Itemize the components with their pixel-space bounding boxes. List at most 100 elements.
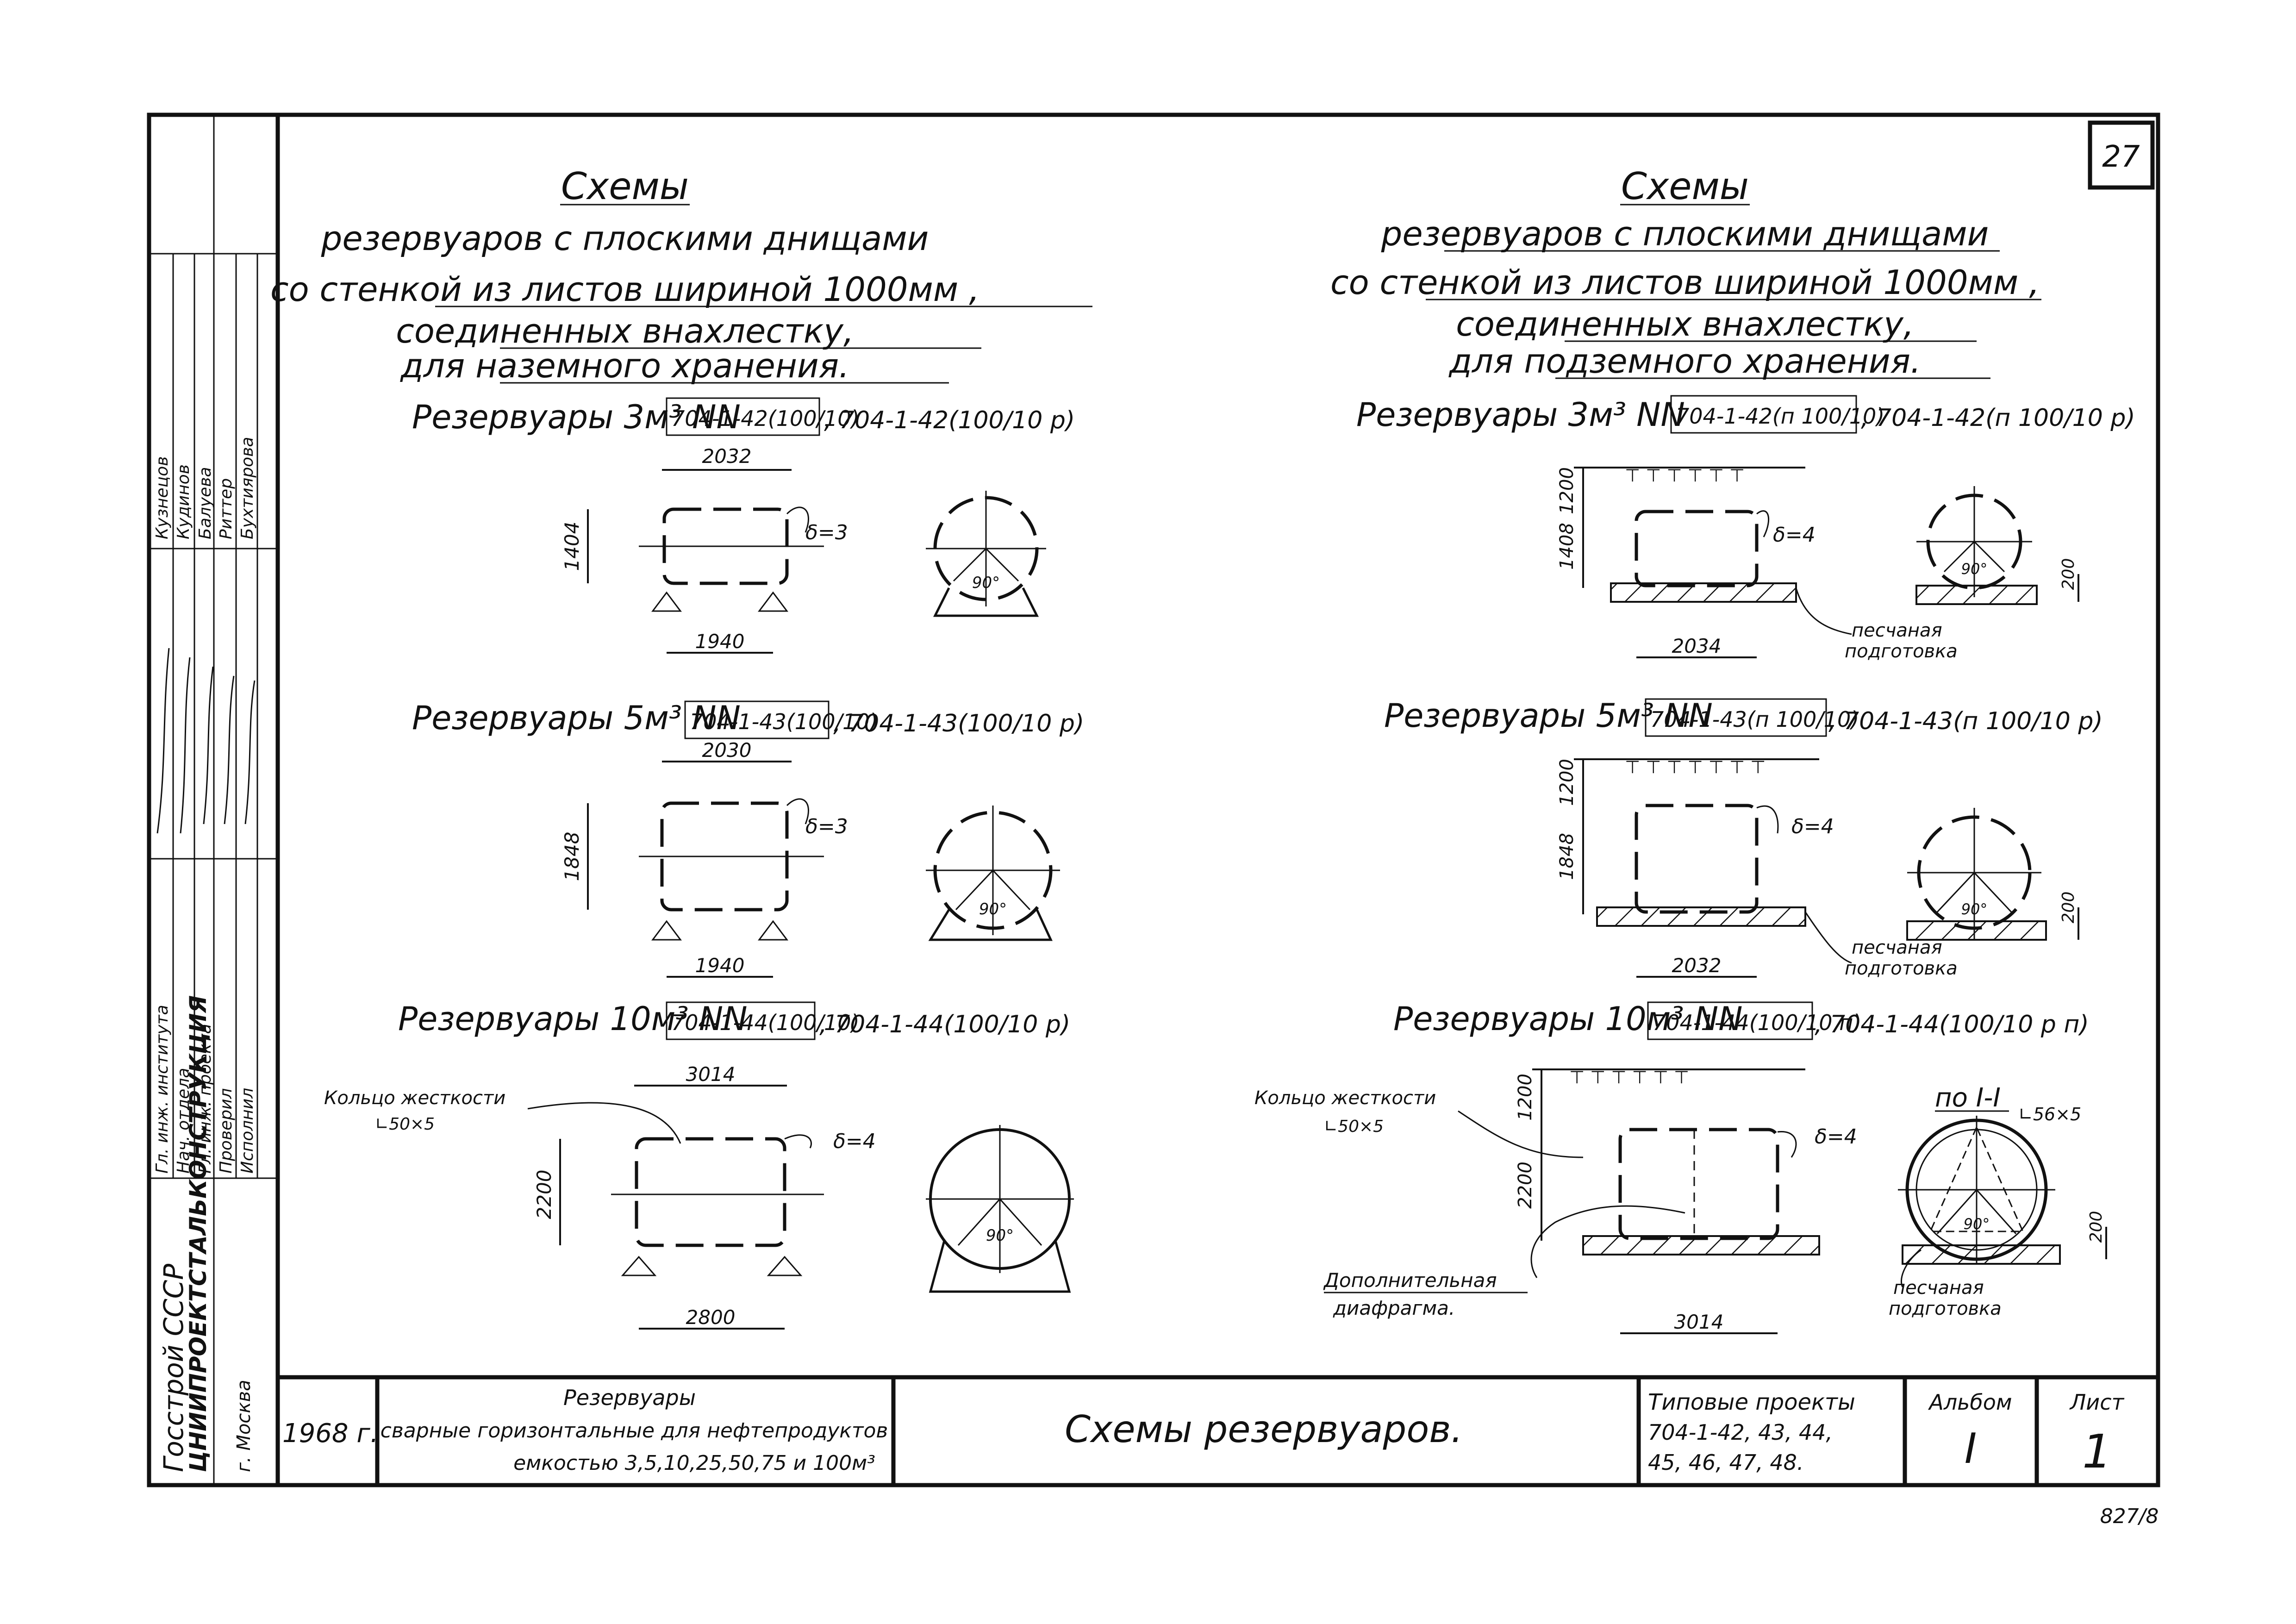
stamp-series-2: 45, 46, 47, 48. (1648, 1450, 1804, 1475)
right-row-2-sand: 200 (2059, 892, 2078, 924)
right-row-2-dim-top: 1200 (1556, 759, 1578, 806)
left-row-2-dim-top: 2030 (702, 739, 752, 762)
right-row-2-thk: δ=4 (1791, 815, 1834, 838)
stamp-name-2: Балуева (196, 467, 215, 540)
stamp-org-1: ЦНИИПРОЕКТСТАЛЬКОНСТРУКЦИЯ (185, 995, 212, 1472)
stamp-series-1: 704-1-42, 43, 44, (1648, 1420, 1833, 1445)
left-row-3: Резервуары 10м³ NN 704-1-44(100/10) , 70… (324, 1000, 1074, 1330)
stamp-role-3: Проверил (217, 1088, 236, 1174)
left-title-3: соединенных внахлестку, (396, 312, 854, 350)
stamp-series-0: Типовые проекты (1648, 1389, 1855, 1415)
right-row-3-angle: 90° (1964, 1215, 1990, 1233)
right-row-1-thk: δ=4 (1773, 523, 1816, 547)
right-row-1-sand-label-0: песчаная (1852, 620, 1942, 641)
left-row-2-thk: δ=3 (805, 815, 848, 838)
right-row-1-code2: , 704-1-42(п 100/10 р) (1861, 404, 2135, 432)
left-row-3-dim-bot: 2800 (686, 1306, 736, 1329)
right-row-3-diaphragm-1: диафрагма. (1333, 1297, 1455, 1319)
right-row-2-angle: 90° (1961, 900, 1988, 918)
right-row-3-ring: Кольцо жесткости (1254, 1087, 1436, 1109)
right-title-4: для подземного хранения. (1448, 342, 1921, 381)
right-row-2-code1: 704-1-43(п 100/10) (1650, 707, 1859, 732)
left-row-2: Резервуары 5м³ NN 704-1-43(100/10) , 704… (412, 699, 1084, 978)
doc-code: 827/8 (2100, 1505, 2159, 1528)
right-row-1-dim-h: 1408 (1556, 523, 1578, 570)
left-row-1-dim-h: 1404 (561, 522, 583, 571)
right-row-2-sand-label-1: подготовка (1845, 958, 1958, 979)
right-row-1-sand-label-1: подготовка (1845, 641, 1958, 662)
right-row-1-code1: 704-1-42(п 100/10) (1676, 404, 1884, 429)
right-title-2: со стенкой из листов шириной 1000мм , (1330, 263, 2040, 302)
left-row-2-label: Резервуары 5м³ NN (412, 699, 741, 737)
sheet-frame (147, 112, 2160, 1487)
right-row-1-sand: 200 (2059, 558, 2078, 590)
right-row-3-dim-h: 2200 (1515, 1162, 1536, 1209)
right-row-3-code2: , 704-1-44(100/10 р п) (1815, 1011, 2089, 1038)
left-title-2: со стенкой из листов шириной 1000мм , (270, 270, 980, 309)
stamp-sheet-title: Схемы резервуаров. (1065, 1408, 1463, 1451)
stamp-name-3: Риттер (217, 478, 236, 539)
left-row-1: Резервуары 3м³ NN 704-1-42(100/10) , 704… (412, 397, 1075, 654)
left-row-1-code1: 704-1-42(100/10) (671, 406, 860, 431)
left-row-2-code2: , 704-1-43(100/10 р) (833, 710, 1084, 737)
right-row-3-section-size: ∟56×5 (2018, 1104, 2081, 1124)
stamp-product-0: Резервуары (563, 1385, 696, 1410)
left-row-3-code1: 704-1-44(100/10) (671, 1010, 860, 1035)
right-row-3-ring-size: ∟50×5 (1324, 1117, 1384, 1136)
stamp-year: 1968 г. (282, 1418, 379, 1449)
left-row-1-angle: 90° (972, 574, 1000, 592)
left-row-3-ring-size: ∟50×5 (375, 1115, 435, 1134)
left-row-3-angle: 90° (986, 1226, 1014, 1245)
right-row-2-code2: , 704-1-43(п 100/10 р) (1828, 707, 2103, 735)
right-row-2-sand-label-0: песчаная (1852, 937, 1942, 958)
stamp-role-2: Гл. инж. проекта (196, 1024, 215, 1174)
right-row-2: Резервуары 5м³ NN 704-1-43(п 100/10) , 7… (1384, 697, 2103, 979)
left-row-2-angle: 90° (979, 900, 1007, 918)
left-row-3-dim-h: 2200 (533, 1170, 555, 1219)
right-row-3-label: Резервуары 10м³ NN (1393, 1000, 1742, 1038)
left-row-3-thk: δ=4 (833, 1130, 876, 1153)
left-row-1-dim-bot: 1940 (695, 630, 745, 653)
stamp-role-1: Нач. отдела (174, 1068, 193, 1174)
right-row-3-sand-label-0: песчаная (1893, 1277, 1984, 1299)
left-row-3-dim-top: 3014 (686, 1063, 736, 1086)
right-title-3: соединенных внахлестку, (1456, 305, 1914, 344)
right-row-2-ground: ⊤ ⊤ ⊤ ⊤ ⊤ ⊤ ⊤ (1625, 757, 1766, 777)
right-row-2-label: Резервуары 5м³ NN (1384, 697, 1713, 735)
stamp-name-1: Кудинов (174, 464, 193, 539)
right-row-3-sand: 200 (2087, 1211, 2106, 1243)
left-stamp-strip: Госстрой СССР ЦНИИПРОЕКТСТАЛЬКОНСТРУКЦИЯ… (153, 437, 257, 1472)
left-title-1: резервуаров с плоскими днищами (321, 219, 929, 258)
left-row-1-label: Резервуары 3м³ NN (412, 398, 741, 436)
right-title-1: резервуаров с плоскими днищами (1381, 214, 1989, 253)
right-row-1-ground: ⊤ ⊤ ⊤ ⊤ ⊤ ⊤ (1625, 465, 1745, 486)
right-row-3-diaphragm-0: Дополнительная (1323, 1269, 1497, 1292)
left-row-1-code2: , 704-1-42(100/10 р) (824, 406, 1075, 434)
left-row-3-ring: Кольцо жесткости (324, 1087, 505, 1109)
stamp-product-1: сварные горизонтальные для нефтепродукто… (381, 1419, 888, 1443)
right-row-3: Резервуары 10м³ NN 704-1-44(100/10 п) , … (1254, 1000, 2107, 1334)
right-title: Схемы резервуаров с плоскими днищами со … (1330, 165, 2041, 381)
right-row-3-sand-label-1: подготовка (1889, 1298, 2002, 1319)
left-title-4: для наземного хранения. (399, 346, 849, 385)
stamp-org-2: г. Москва (233, 1380, 255, 1472)
stamp-role-0: Гл. инж. института (153, 1005, 172, 1174)
right-row-2-dim-h: 1848 (1556, 833, 1578, 880)
stamp-album-value: I (1965, 1424, 1977, 1473)
left-row-3-label: Резервуары 10м³ NN (398, 1000, 747, 1038)
right-row-3-dim-top: 1200 (1515, 1074, 1536, 1121)
right-row-1-dim-top: 1200 (1556, 467, 1578, 514)
stamp-sheet-label: Лист (2069, 1390, 2125, 1415)
left-title-line: Схемы (561, 165, 689, 208)
left-row-1-dim-top: 2032 (702, 445, 752, 468)
right-row-3-code1: 704-1-44(100/10 п) (1653, 1010, 1861, 1035)
right-row-3-section: по I-I (1935, 1083, 2001, 1113)
stamp-album-label: Альбом (1928, 1390, 2012, 1415)
stamp-org-0: Госстрой СССР (158, 1264, 189, 1472)
right-row-3-thk: δ=4 (1815, 1125, 1857, 1149)
stamp-name-4: Бухтиярова (238, 437, 257, 539)
right-row-1-angle: 90° (1961, 560, 1988, 578)
right-row-1: Резервуары 3м³ NN 704-1-42(п 100/10) , 7… (1356, 395, 2135, 662)
left-row-1-thk: δ=3 (805, 521, 848, 544)
left-title: Схемы резервуаров с плоскими днищами со … (270, 165, 1092, 385)
